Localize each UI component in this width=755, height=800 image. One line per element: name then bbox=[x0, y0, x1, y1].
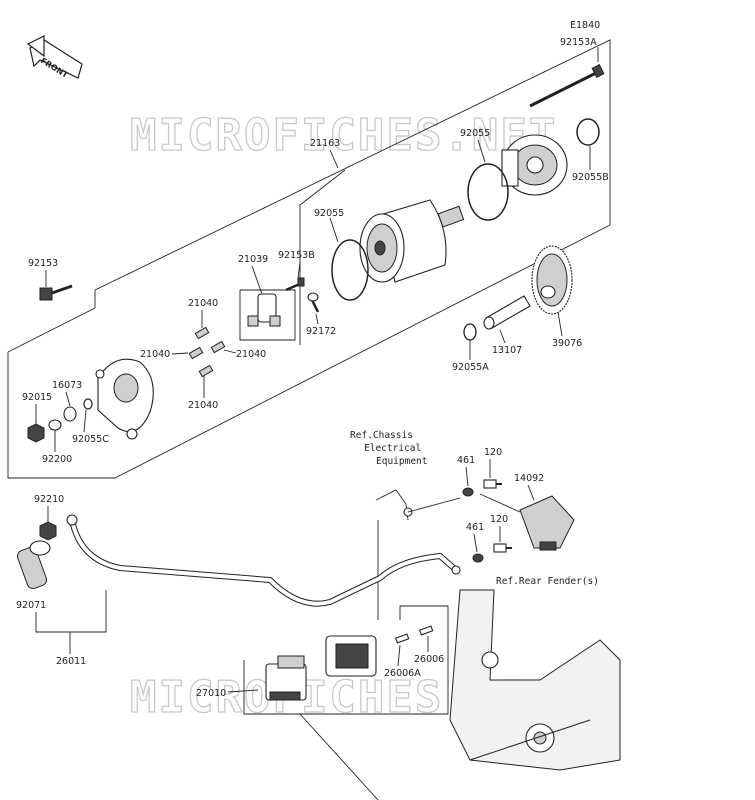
label-13107: 13107 bbox=[492, 345, 522, 356]
brush-holder-outline bbox=[239, 289, 296, 341]
oring-92055C-icon bbox=[83, 398, 93, 410]
ref-rear-fender: Ref.Rear Fender(s) bbox=[496, 576, 599, 587]
label-26006: 26006 bbox=[414, 654, 444, 665]
label-92015: 92015 bbox=[22, 392, 52, 403]
label-26006A: 26006A bbox=[384, 668, 421, 679]
reduction-gear-39076-icon bbox=[531, 245, 573, 315]
oring-92055B-icon bbox=[576, 118, 600, 146]
watermark-top: MICROFICHES.NET bbox=[130, 110, 557, 161]
fuse-26006A-icon bbox=[394, 633, 410, 644]
bolt-92153B-icon bbox=[285, 277, 305, 292]
label-92055-top: 92055 bbox=[460, 128, 490, 139]
oring-92055-mid-icon bbox=[331, 239, 369, 301]
starter-rear-cover-icon bbox=[501, 134, 568, 196]
label-461-a: 461 bbox=[457, 455, 475, 466]
terminal-cap-92071-icon bbox=[16, 540, 51, 590]
spring-21040-icons bbox=[188, 326, 226, 378]
bolt-120-a-icon bbox=[483, 479, 502, 489]
label-14092: 14092 bbox=[514, 473, 544, 484]
starter-cable-26011-icon bbox=[66, 514, 461, 607]
front-arrow-icon: FRONT bbox=[26, 35, 83, 80]
starter-motor-icon bbox=[359, 199, 465, 283]
label-461-b: 461 bbox=[466, 522, 484, 533]
oring-92055A-icon bbox=[463, 323, 477, 341]
bolt-92153A-icon bbox=[529, 64, 605, 108]
fuse-26006-icon bbox=[418, 625, 434, 636]
washer-461-a-icon bbox=[462, 487, 474, 497]
label-92071: 92071 bbox=[16, 600, 46, 611]
label-92172: 92172 bbox=[306, 326, 336, 337]
oring-92055-top-icon bbox=[467, 163, 509, 221]
label-92153A: 92153A bbox=[560, 37, 597, 48]
relay-socket-icon bbox=[325, 635, 377, 677]
washer-92200-icon bbox=[48, 419, 62, 431]
assembly-inner-outline bbox=[299, 169, 346, 345]
label-27010: 27010 bbox=[196, 688, 226, 699]
label-21040-d: 21040 bbox=[188, 400, 218, 411]
diagram-code: E1840 bbox=[570, 20, 600, 31]
label-92210: 92210 bbox=[34, 494, 64, 505]
label-120-b: 120 bbox=[490, 514, 508, 525]
label-92055-mid: 92055 bbox=[314, 208, 344, 219]
screw-92172-icon bbox=[307, 292, 320, 313]
cable-bracket bbox=[35, 590, 107, 633]
washer-461-b-icon bbox=[472, 553, 484, 563]
label-39076: 39076 bbox=[552, 338, 582, 349]
relay-leader bbox=[299, 713, 379, 800]
nut-92015-icon bbox=[27, 423, 45, 443]
label-92200: 92200 bbox=[42, 454, 72, 465]
starter-relay-27010-icon bbox=[265, 655, 307, 701]
brush-holder-21039-icon bbox=[247, 293, 281, 327]
relay-cover-14092-icon bbox=[519, 495, 575, 551]
ref-chassis-line3: Equipment bbox=[376, 456, 427, 467]
shaft-13107-icon bbox=[483, 295, 531, 330]
bolt-92153-icon bbox=[39, 284, 73, 301]
ref-chassis-line2: Electrical bbox=[364, 443, 421, 454]
bolt-120-b-icon bbox=[493, 543, 512, 553]
relay-group-outline bbox=[243, 605, 449, 715]
nut-92210-icon bbox=[39, 521, 57, 541]
assembly-outline bbox=[7, 39, 611, 479]
starter-front-cover-icon bbox=[95, 358, 154, 440]
label-21039: 21039 bbox=[238, 254, 268, 265]
label-21040-b: 21040 bbox=[140, 349, 170, 360]
label-92153B: 92153B bbox=[278, 250, 315, 261]
label-92153: 92153 bbox=[28, 258, 58, 269]
label-16073: 16073 bbox=[52, 380, 82, 391]
label-92055A: 92055A bbox=[452, 362, 489, 373]
label-21040-a: 21040 bbox=[188, 298, 218, 309]
label-21163: 21163 bbox=[310, 138, 340, 149]
label-92055B: 92055B bbox=[572, 172, 609, 183]
label-26011: 26011 bbox=[56, 656, 86, 667]
ref-chassis-line1: Ref.Chassis bbox=[350, 430, 413, 441]
label-21040-c: 21040 bbox=[236, 349, 266, 360]
washer-16073-icon bbox=[63, 406, 77, 422]
label-120-a: 120 bbox=[484, 447, 502, 458]
label-92055C: 92055C bbox=[72, 434, 109, 445]
rear-fender-icon bbox=[449, 589, 621, 771]
chassis-connector-icon bbox=[375, 489, 413, 521]
